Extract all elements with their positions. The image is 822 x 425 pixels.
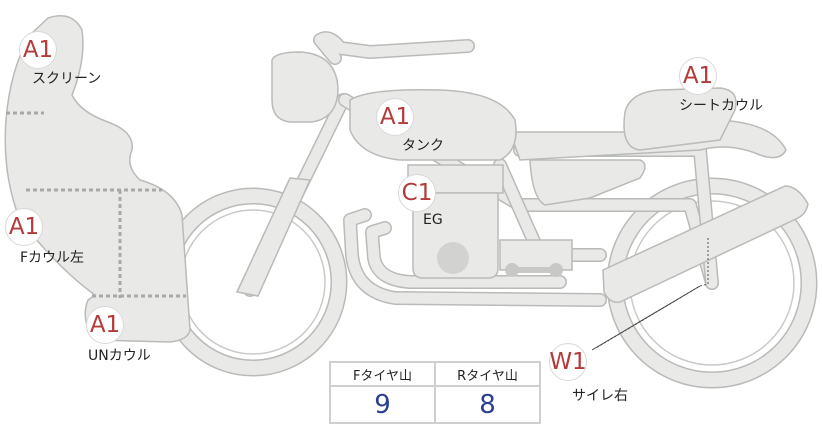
part-label-screen: スクリーン (32, 71, 102, 87)
grade-badge-tank: A1 (376, 98, 414, 136)
cowl-dividers (6, 111, 186, 298)
part-label-engine: EG (423, 212, 443, 228)
rear-tire-value: 8 (434, 385, 541, 424)
fork-tube (235, 177, 312, 297)
side-cover (529, 159, 646, 206)
exhaust-pipes (343, 208, 607, 307)
grade-badge-fcowl: A1 (5, 208, 43, 246)
part-label-muffler: サイレ右 (572, 388, 628, 404)
grade-badge-seatcowl: A1 (679, 57, 717, 95)
grade-badge-undercowl: A1 (86, 306, 124, 344)
part-label-fcowl: Fカウル左 (20, 250, 85, 266)
muffler (602, 185, 809, 304)
part-label-tank: タンク (402, 138, 444, 154)
tire-tread-table: Fタイヤ山 Rタイヤ山 9 8 (329, 361, 541, 424)
grade-badge-engine: C1 (398, 174, 436, 212)
rear-tire-header: Rタイヤ山 (434, 361, 541, 387)
part-label-seatcowl: シートカウル (679, 98, 763, 114)
front-tire-value: 9 (329, 385, 436, 424)
part-label-undercowl: UNカウル (88, 348, 151, 364)
front-tire-header: Fタイヤ山 (329, 361, 436, 387)
rear-seat-cowl (623, 87, 737, 151)
grade-badge-screen: A1 (19, 31, 57, 69)
handlebar (313, 31, 475, 65)
front-cowl (4, 15, 191, 343)
engine-block (407, 164, 573, 279)
headlight (271, 51, 339, 123)
grade-badge-muffler: W1 (549, 343, 587, 381)
muffler-leader-line (591, 285, 701, 351)
